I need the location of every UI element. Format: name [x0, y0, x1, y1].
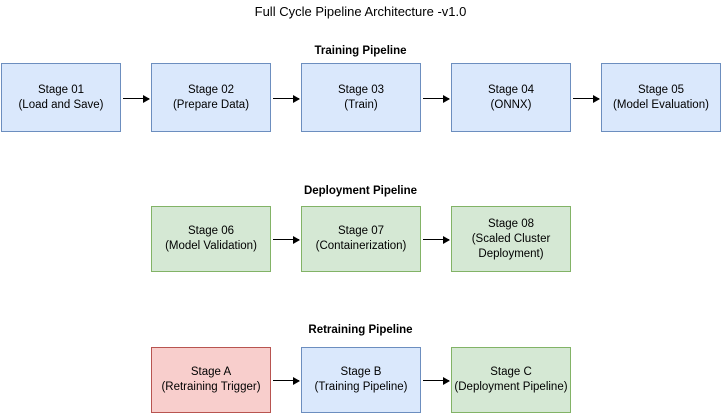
node-stage-c[interactable]: Stage C (Deployment Pipeline)	[451, 347, 571, 413]
node-stage-01[interactable]: Stage 01 (Load and Save)	[1, 63, 121, 132]
arrow-stage-04-to-stage-05	[573, 94, 600, 103]
section-header-retraining-pipeline: Retraining Pipeline	[308, 324, 413, 336]
node-stage-a[interactable]: Stage A (Retraining Trigger)	[151, 347, 271, 413]
node-stage-06[interactable]: Stage 06 (Model Validation)	[151, 206, 271, 272]
node-stage-08[interactable]: Stage 08 (Scaled Cluster Deployment)	[451, 206, 571, 272]
section-header-training-pipeline: Training Pipeline	[314, 45, 407, 57]
node-stage-02[interactable]: Stage 02 (Prepare Data)	[151, 63, 271, 132]
arrow-stage-01-to-stage-02	[123, 94, 150, 103]
arrow-stage-b-to-stage-c	[423, 376, 450, 385]
node-stage-04[interactable]: Stage 04 (ONNX)	[451, 63, 571, 132]
node-stage-03[interactable]: Stage 03 (Train)	[301, 63, 421, 132]
arrow-stage-07-to-stage-08	[423, 235, 450, 244]
node-stage-b[interactable]: Stage B (Training Pipeline)	[301, 347, 421, 413]
node-stage-07[interactable]: Stage 07 (Containerization)	[301, 206, 421, 272]
arrow-stage-02-to-stage-03	[273, 94, 300, 103]
arrow-stage-03-to-stage-04	[423, 94, 450, 103]
page-title: Full Cycle Pipeline Architecture -v1.0	[254, 4, 467, 19]
section-header-deployment-pipeline: Deployment Pipeline	[303, 185, 418, 197]
arrow-stage-06-to-stage-07	[273, 235, 300, 244]
node-stage-05[interactable]: Stage 05 (Model Evaluation)	[601, 63, 721, 132]
arrow-stage-a-to-stage-b	[273, 376, 300, 385]
